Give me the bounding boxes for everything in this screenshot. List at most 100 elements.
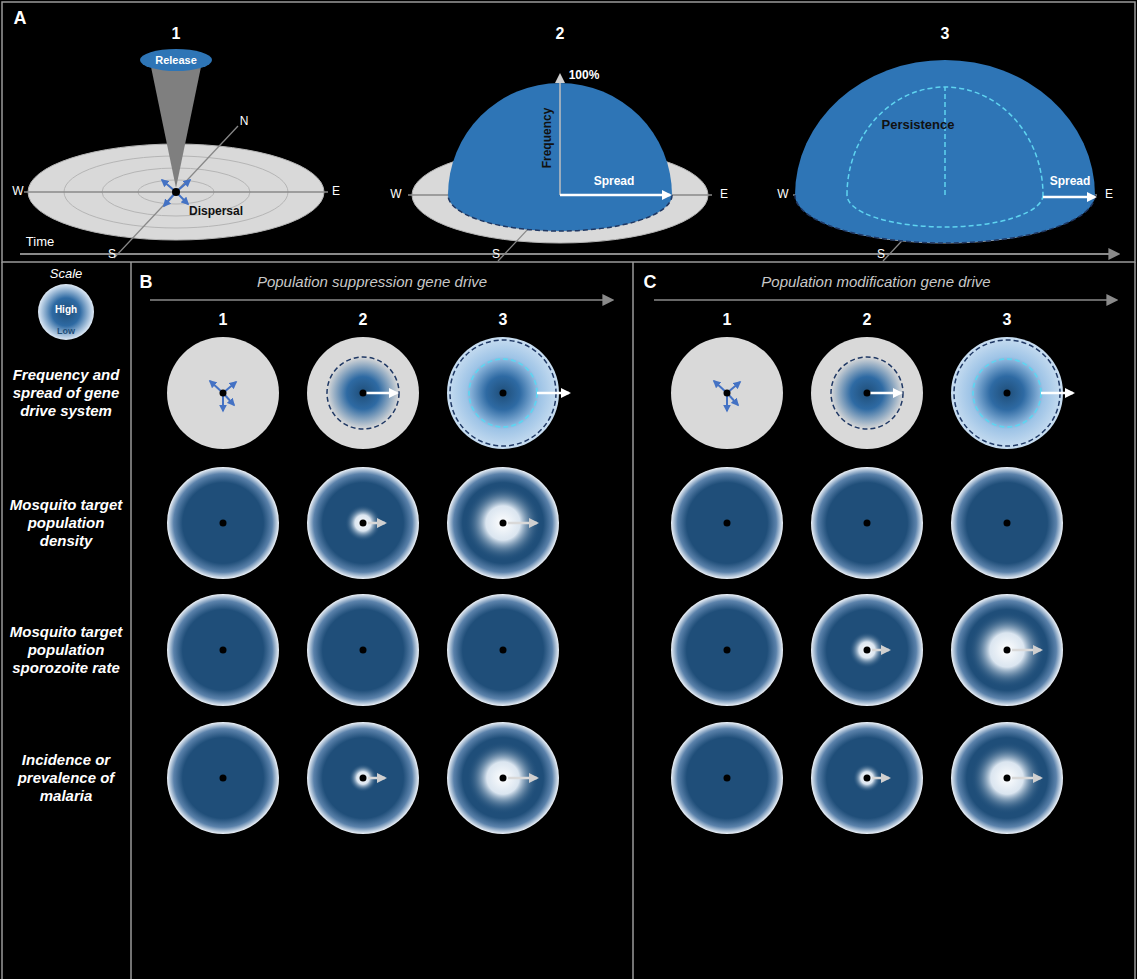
- persistence-boundary: [973, 359, 1041, 427]
- grid-line: [1134, 262, 1136, 979]
- map-circle: [307, 722, 419, 834]
- release-point: [864, 775, 871, 782]
- drive-frequency: [831, 357, 903, 429]
- figure-label: W: [777, 188, 788, 202]
- drive-frequency: [327, 357, 399, 429]
- release-point: [172, 188, 180, 196]
- release-point: [864, 390, 871, 397]
- panel-letter: B: [140, 272, 153, 293]
- figure-label: E: [1105, 188, 1113, 202]
- map-circle: [307, 337, 419, 449]
- release-point: [724, 775, 731, 782]
- figure-label: Frequency: [541, 108, 555, 169]
- map-circle: [167, 337, 279, 449]
- header-arrow: [150, 299, 612, 301]
- figure-label: Spread: [1050, 175, 1091, 189]
- figure-label: E: [720, 188, 728, 202]
- figure-label: S: [877, 248, 885, 262]
- figure-label: Spread: [594, 175, 635, 189]
- release-cone: [150, 62, 202, 188]
- figure-label: E: [332, 185, 340, 199]
- release-point: [500, 775, 507, 782]
- panel-number: 3: [1003, 311, 1012, 329]
- map-circle: [307, 467, 419, 579]
- row-label: Mosquito target population density: [7, 496, 125, 550]
- map-circle: [307, 594, 419, 706]
- spread-arrow: [368, 777, 385, 780]
- panel-number: 2: [556, 25, 565, 43]
- time-arrow: [20, 253, 1118, 255]
- spread-boundary: [795, 195, 1095, 243]
- release-point: [1004, 647, 1011, 654]
- reduction-area: [969, 612, 1045, 688]
- release-point: [360, 647, 367, 654]
- release-point: [220, 647, 227, 654]
- spread-boundary: [831, 357, 903, 429]
- map-circle: [951, 594, 1063, 706]
- grid-line: [130, 262, 132, 979]
- reduction-area: [971, 742, 1043, 814]
- release-point: [724, 647, 731, 654]
- map-circle: [951, 467, 1063, 579]
- map-circle: [167, 594, 279, 706]
- header-arrow: [654, 299, 1116, 301]
- scale-circle: [38, 284, 94, 340]
- release-point: [864, 520, 871, 527]
- persistence-boundary: [469, 359, 537, 427]
- map-circle: [447, 722, 559, 834]
- row-label: Mosquito target population sporozoite ra…: [7, 623, 125, 677]
- figure-label: Time: [26, 235, 54, 250]
- frequency-axis: [559, 75, 561, 195]
- map-circle: [811, 594, 923, 706]
- map-circle: [811, 722, 923, 834]
- release-point: [220, 390, 227, 397]
- spread-arrow: [1012, 777, 1041, 780]
- row-label: Incidence or prevalence of malaria: [7, 751, 125, 805]
- spread-arrow: [872, 649, 889, 652]
- panel-letter: C: [644, 272, 657, 293]
- map-circle: [811, 337, 923, 449]
- panel-number: 3: [499, 311, 508, 329]
- reduction-area: [467, 742, 539, 814]
- release-point: [220, 520, 227, 527]
- map-circle: [671, 337, 783, 449]
- figure-label: S: [492, 248, 500, 262]
- map-circle: [447, 467, 559, 579]
- spread-arrow: [368, 522, 385, 525]
- map-circle: [167, 467, 279, 579]
- figure-label: High: [55, 304, 77, 316]
- row-label: Frequency and spread of gene drive syste…: [7, 366, 125, 420]
- figure-label: N: [240, 115, 249, 129]
- release-point: [500, 647, 507, 654]
- persistence-dome: [847, 87, 1043, 195]
- release-point: [360, 390, 367, 397]
- figure-label: Release: [155, 54, 197, 67]
- spread-arrow: [508, 777, 537, 780]
- release-point: [360, 520, 367, 527]
- reduction-area: [465, 485, 541, 561]
- release-point: [724, 520, 731, 527]
- persistence-axis: [944, 87, 946, 195]
- map-circle: [671, 467, 783, 579]
- grid-line: [1, 262, 3, 979]
- panel-number: 3: [941, 25, 950, 43]
- spread-arrow: [363, 392, 397, 395]
- spread-arrow: [1043, 196, 1095, 199]
- figure-label: Scale: [50, 267, 83, 282]
- column-heading: Population suppression gene drive: [257, 273, 487, 290]
- release-point: [864, 647, 871, 654]
- release-disc: [140, 49, 212, 71]
- release-point: [1004, 520, 1011, 527]
- release-point: [360, 775, 367, 782]
- column-heading: Population modification gene drive: [761, 273, 990, 290]
- spread-arrow: [872, 777, 889, 780]
- spread-boundary: [448, 195, 672, 231]
- panel-number: 1: [172, 25, 181, 43]
- map-circle: [951, 722, 1063, 834]
- panel-frame: [2, 2, 1135, 262]
- map-circle: [671, 594, 783, 706]
- figure-label: W: [390, 188, 401, 202]
- release-point: [1004, 775, 1011, 782]
